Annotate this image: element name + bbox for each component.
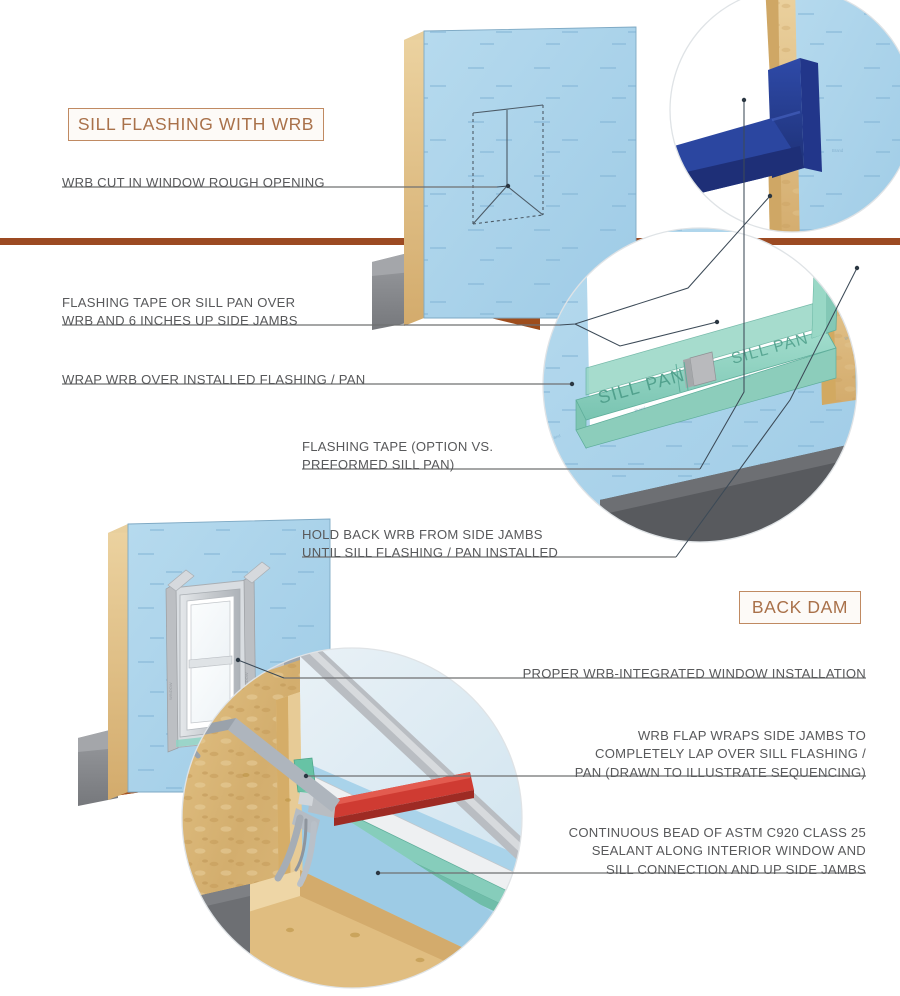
svg-text:WINDOW: WINDOW <box>244 672 249 690</box>
annotation-proper-wrb-integrated-window-installation: PROPER WRB-INTEGRATED WINDOW INSTALLATIO… <box>522 666 866 681</box>
annotation-hold-back-wrb-from-side-jambs: HOLD BACK WRB FROM SIDE JAMBS UNTIL SILL… <box>302 527 559 561</box>
annotation-wrap-wrb-over-installed-flashing-pan: WRAP WRB OVER INSTALLED FLASHING / PAN <box>62 372 366 387</box>
annotation-flashing-tape-or-sill-pan-over-wrb: FLASHING TAPE OR SILL PAN OVER WRB AND 6… <box>62 295 298 329</box>
figure-interior-sealant-detail <box>181 647 523 989</box>
annotation-wrb-cut-in-window-rough-opening: WRB CUT IN WINDOW ROUGH OPENING <box>62 175 325 190</box>
annotation-flashing-tape-option-vs-preformed-sill-pan: FLASHING TAPE (OPTION VS. PREFORMED SILL… <box>302 439 494 473</box>
svg-text:Brand: Brand <box>549 433 562 441</box>
figure-flashing-tape-corner-detail: Brand <box>669 0 900 233</box>
figure-sill-pan-detail: SILL PAN SILL PAN Brand Brand Brand Bran… <box>542 227 858 543</box>
title-box-sill-flashing-with-wrb: SILL FLASHING WITH WRB <box>68 108 324 141</box>
annotation-continuous-bead-of-astm-c920-sealant: CONTINUOUS BEAD OF ASTM C920 CLASS 25 SE… <box>568 825 866 877</box>
svg-text:WINDOW: WINDOW <box>168 682 173 700</box>
svg-text:Brand: Brand <box>832 148 844 153</box>
title-box-back-dam: BACK DAM <box>739 591 861 624</box>
annotation-wrb-flap-wraps-side-jambs: WRB FLAP WRAPS SIDE JAMBS TO COMPLETELY … <box>574 728 866 780</box>
svg-text:Brand: Brand <box>634 405 647 413</box>
